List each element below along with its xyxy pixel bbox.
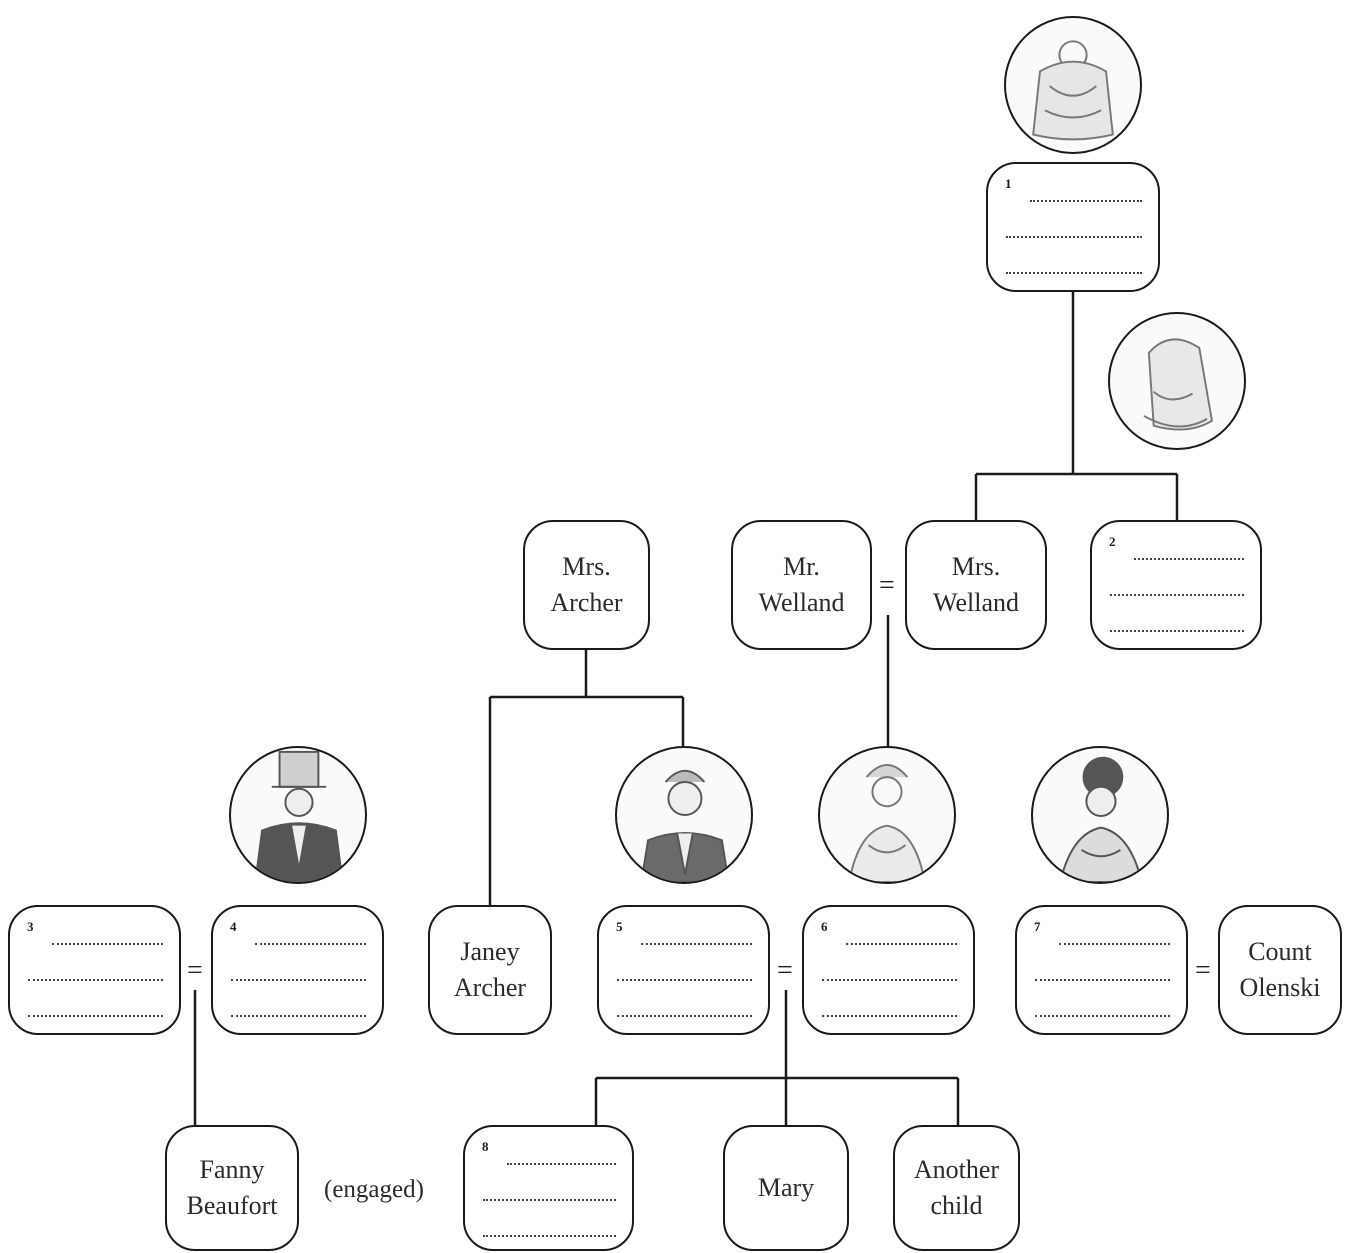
blank-box-4[interactable]: 4 (211, 905, 384, 1035)
answer-line[interactable] (1006, 236, 1142, 238)
blank-number: 5 (616, 919, 623, 934)
person-box-mrs-archer: Mrs. Archer (523, 520, 650, 650)
blank-box-7[interactable]: 7 (1015, 905, 1188, 1035)
person-name-line: Fanny (199, 1155, 265, 1184)
answer-line[interactable] (617, 1015, 752, 1017)
person-box-janey-archer: Janey Archer (428, 905, 552, 1035)
person-name-line: Archer (550, 588, 623, 617)
marriage-symbol: = (1195, 955, 1211, 986)
person-name-line: Mrs. (562, 552, 611, 581)
blank-number: 8 (482, 1139, 489, 1154)
marriage-symbol: = (777, 955, 793, 986)
blank-number: 7 (1034, 919, 1041, 934)
person-box-mrs-welland: Mrs. Welland (905, 520, 1047, 650)
answer-line[interactable] (507, 1163, 616, 1165)
person-box-mr-welland: Mr. Welland (731, 520, 872, 650)
person-name-line: Archer (453, 973, 527, 1002)
answer-line[interactable] (1035, 1015, 1170, 1017)
person-name-line: Mary (757, 1173, 815, 1202)
portrait-dark-haired-lady-icon (1031, 746, 1169, 884)
marriage-symbol: = (187, 955, 203, 986)
portrait-matriarch-icon (1004, 16, 1142, 154)
answer-line[interactable] (231, 979, 366, 981)
person-box-mary: Mary (723, 1125, 849, 1251)
blank-box-6[interactable]: 6 (802, 905, 975, 1035)
answer-line[interactable] (483, 1235, 616, 1237)
person-name-line: Count (1248, 937, 1312, 966)
answer-line[interactable] (1110, 630, 1244, 632)
blank-box-3[interactable]: 3 (8, 905, 181, 1035)
person-box-another-child: Another child (893, 1125, 1020, 1251)
person-name-line: Janey (460, 937, 520, 966)
person-name-line: Welland (758, 588, 845, 617)
marriage-symbol: = (879, 570, 895, 601)
answer-line[interactable] (1134, 558, 1244, 560)
person-box-fanny-beaufort: Fanny Beaufort (165, 1125, 299, 1251)
person-name-line: Welland (933, 588, 1019, 617)
blank-box-5[interactable]: 5 (597, 905, 770, 1035)
answer-line[interactable] (52, 943, 163, 945)
portrait-top-hat-man-icon (229, 746, 367, 884)
blank-number: 6 (821, 919, 828, 934)
answer-line[interactable] (846, 943, 957, 945)
answer-line[interactable] (1030, 200, 1142, 202)
blank-number: 1 (1005, 176, 1012, 191)
answer-line[interactable] (1059, 943, 1170, 945)
blank-number: 3 (27, 919, 34, 934)
answer-line[interactable] (1006, 272, 1142, 274)
portrait-young-lady-icon (818, 746, 956, 884)
answer-line[interactable] (1110, 594, 1244, 596)
answer-line[interactable] (641, 943, 752, 945)
person-name-line: Olenski (1239, 973, 1321, 1002)
answer-line[interactable] (28, 1015, 163, 1017)
person-name-line: child (930, 1191, 983, 1220)
answer-line[interactable] (822, 1015, 957, 1017)
blank-box-2[interactable]: 2 (1090, 520, 1262, 650)
answer-line[interactable] (483, 1199, 616, 1201)
answer-line[interactable] (1035, 979, 1170, 981)
person-name-line: Beaufort (186, 1191, 278, 1220)
person-name-line: Mrs. (951, 552, 1001, 581)
answer-line[interactable] (617, 979, 752, 981)
answer-line[interactable] (822, 979, 957, 981)
engaged-annotation: (engaged) (324, 1176, 424, 1203)
blank-box-8[interactable]: 8 (463, 1125, 634, 1251)
portrait-gentleman-icon (615, 746, 753, 884)
person-name-line: Mr. (783, 552, 820, 581)
person-box-count-olenski: Count Olenski (1218, 905, 1342, 1035)
blank-number: 2 (1109, 534, 1116, 549)
person-name-line: Another (913, 1155, 1000, 1184)
answer-line[interactable] (255, 943, 366, 945)
blank-box-1[interactable]: 1 (986, 162, 1160, 292)
portrait-lady-veil-icon (1108, 312, 1246, 450)
answer-line[interactable] (231, 1015, 366, 1017)
blank-number: 4 (230, 919, 237, 934)
answer-line[interactable] (28, 979, 163, 981)
